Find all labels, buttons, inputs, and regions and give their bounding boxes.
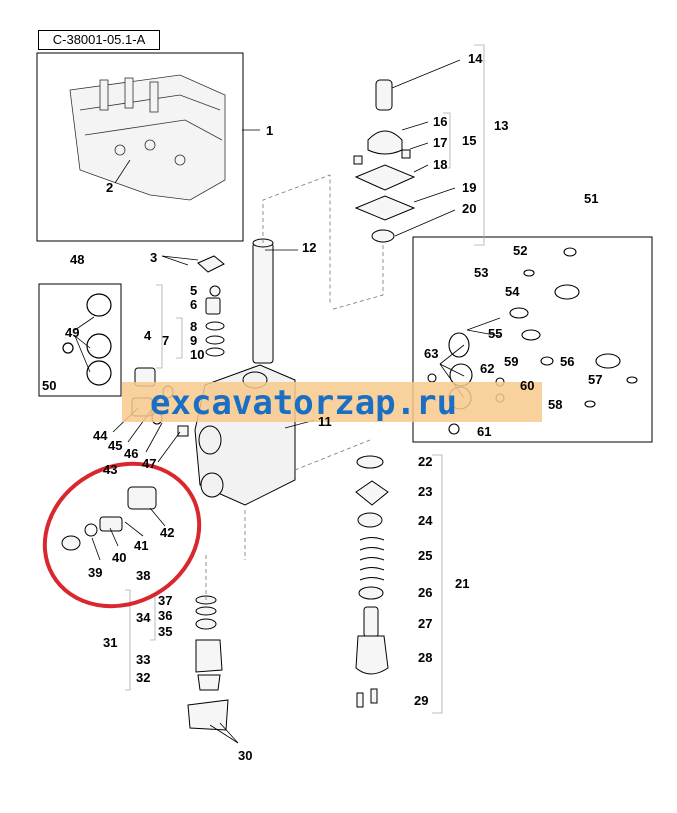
part-callout-14: 14	[468, 51, 483, 66]
part-callout-20: 20	[462, 201, 476, 216]
small-parts	[61, 255, 225, 551]
part-callout-1: 1	[266, 123, 273, 138]
part-callout-5: 5	[190, 283, 197, 298]
part-callout-35: 35	[158, 624, 172, 639]
part-callout-28: 28	[418, 650, 432, 665]
part-callout-19: 19	[462, 180, 476, 195]
kit-51-box	[412, 236, 653, 443]
part-callout-51: 51	[584, 191, 598, 206]
part-callout-39: 39	[88, 565, 102, 580]
part-callout-16: 16	[433, 114, 447, 129]
part-callout-47: 47	[142, 456, 156, 471]
watermark-text: excavatorzap.ru	[150, 383, 457, 423]
part-callout-34: 34	[136, 610, 151, 625]
right-stack	[355, 455, 389, 708]
part-callout-30: 30	[238, 748, 252, 763]
diagram-code: C-38001-05.1-A	[38, 30, 160, 50]
part-callout-7: 7	[162, 333, 169, 348]
left-stack	[187, 595, 229, 731]
part-callout-3: 3	[150, 250, 157, 265]
top-stack	[353, 79, 416, 243]
part-callout-41: 41	[134, 538, 148, 553]
watermark-band	[122, 382, 542, 422]
part-callout-10: 10	[190, 347, 204, 362]
part-callout-49: 49	[65, 325, 79, 340]
part-callout-27: 27	[418, 616, 432, 631]
part-callout-37: 37	[158, 593, 172, 608]
part-callout-15: 15	[462, 133, 476, 148]
part-callout-56: 56	[560, 354, 574, 369]
part-callout-36: 36	[158, 608, 172, 623]
part-callout-46: 46	[124, 446, 138, 461]
part-callout-9: 9	[190, 333, 197, 348]
part-callout-32: 32	[136, 670, 150, 685]
part-callout-42: 42	[160, 525, 174, 540]
part-callout-21: 21	[455, 576, 469, 591]
part-callout-13: 13	[494, 118, 508, 133]
part-callout-11: 11	[318, 414, 332, 429]
part-callout-29: 29	[414, 693, 428, 708]
part-callout-60: 60	[520, 378, 534, 393]
part-callout-38: 38	[136, 568, 150, 583]
part-callout-22: 22	[418, 454, 432, 469]
part-callout-54: 54	[505, 284, 520, 299]
kit-48-box	[38, 283, 122, 397]
part-callout-58: 58	[548, 397, 562, 412]
valve-block-overview	[69, 74, 226, 201]
part-callout-2: 2	[106, 180, 113, 195]
part-callout-53: 53	[474, 265, 488, 280]
part-callout-48: 48	[70, 252, 84, 267]
part-callout-8: 8	[190, 319, 197, 334]
part-callout-40: 40	[112, 550, 126, 565]
part-callout-33: 33	[136, 652, 150, 667]
part-callout-24: 24	[418, 513, 433, 528]
part-callout-44: 44	[93, 428, 108, 443]
part-callout-62: 62	[480, 361, 494, 376]
part-callout-43: 43	[103, 462, 117, 477]
part-callout-52: 52	[513, 243, 527, 258]
part-callout-31: 31	[103, 635, 117, 650]
overview-inset	[36, 52, 244, 242]
part-callout-45: 45	[108, 438, 122, 453]
part-callout-63: 63	[424, 346, 438, 361]
part-callout-26: 26	[418, 585, 432, 600]
highlight-ellipse	[42, 461, 202, 609]
spool	[252, 238, 274, 364]
part-callout-59: 59	[504, 354, 518, 369]
part-callout-57: 57	[588, 372, 602, 387]
part-callout-61: 61	[477, 424, 491, 439]
part-callout-25: 25	[418, 548, 432, 563]
part-callout-17: 17	[433, 135, 447, 150]
part-callout-55: 55	[488, 326, 502, 341]
part-callout-4: 4	[144, 328, 152, 343]
part-callout-18: 18	[433, 157, 447, 172]
part-callout-12: 12	[302, 240, 316, 255]
part-callout-23: 23	[418, 484, 432, 499]
part-callout-6: 6	[190, 297, 197, 312]
part-callout-50: 50	[42, 378, 56, 393]
